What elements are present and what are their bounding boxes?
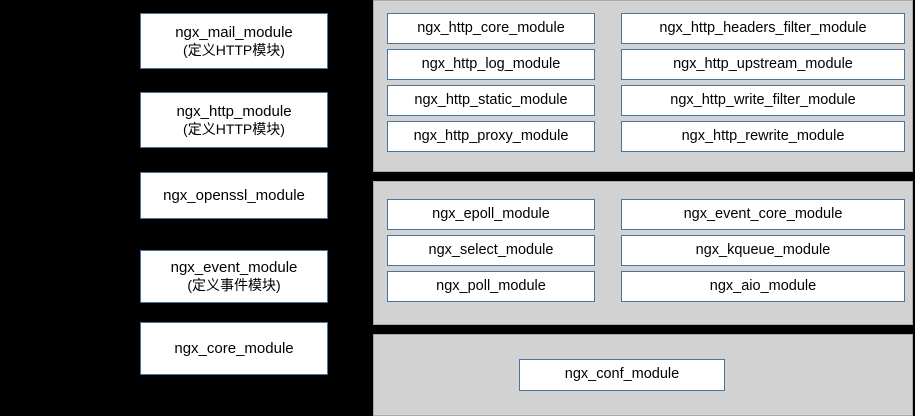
event-module-box[interactable]: ngx_event_core_module (621, 199, 905, 230)
core-module-subtitle: (定义HTTP模块) (183, 120, 285, 137)
core-module-title: ngx_event_module (170, 259, 298, 277)
http-module-box[interactable]: ngx_http_write_filter_module (621, 85, 905, 116)
http-module-box[interactable]: ngx_http_proxy_module (387, 121, 595, 152)
http-module-box[interactable]: ngx_http_rewrite_module (621, 121, 905, 152)
core-module-box-http[interactable]: ngx_http_module (定义HTTP模块) (140, 92, 328, 148)
event-modules-panel: ngx_epoll_module ngx_select_module ngx_p… (373, 181, 913, 325)
core-module-box-core[interactable]: ngx_core_module (140, 322, 328, 375)
core-module-title: ngx_core_module (174, 339, 294, 357)
event-module-box[interactable]: ngx_select_module (387, 235, 595, 266)
http-module-box[interactable]: ngx_http_static_module (387, 85, 595, 116)
event-module-box[interactable]: ngx_poll_module (387, 271, 595, 302)
http-module-box[interactable]: ngx_http_log_module (387, 49, 595, 80)
core-module-subtitle: (定义HTTP模块) (183, 41, 285, 58)
core-module-box-openssl[interactable]: ngx_openssl_module (140, 172, 328, 219)
core-module-title: ngx_openssl_module (163, 186, 305, 204)
http-module-box[interactable]: ngx_http_headers_filter_module (621, 13, 905, 44)
core-module-title: ngx_http_module (176, 102, 292, 120)
http-modules-panel: ngx_http_core_module ngx_http_log_module… (373, 0, 913, 172)
http-module-box[interactable]: ngx_http_core_module (387, 13, 595, 44)
core-module-subtitle: (定义事件模块) (187, 277, 281, 294)
event-module-box[interactable]: ngx_kqueue_module (621, 235, 905, 266)
conf-modules-panel: ngx_conf_module (373, 334, 913, 416)
conf-module-box[interactable]: ngx_conf_module (519, 359, 725, 391)
core-module-title: ngx_mail_module (175, 23, 293, 41)
http-module-box[interactable]: ngx_http_upstream_module (621, 49, 905, 80)
core-module-box-event[interactable]: ngx_event_module (定义事件模块) (140, 250, 328, 303)
event-module-box[interactable]: ngx_epoll_module (387, 199, 595, 230)
event-module-box[interactable]: ngx_aio_module (621, 271, 905, 302)
core-module-box-mail[interactable]: ngx_mail_module (定义HTTP模块) (140, 13, 328, 69)
